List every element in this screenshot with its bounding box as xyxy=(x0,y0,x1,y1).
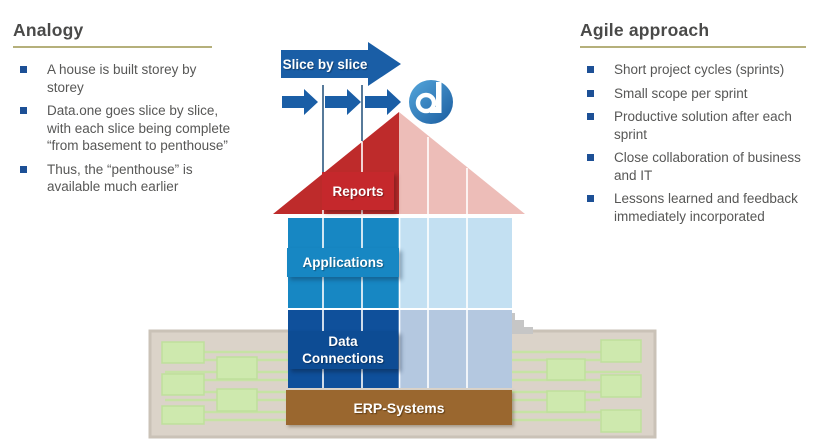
analogy-title: Analogy xyxy=(13,20,84,40)
small-right-arrow-icon xyxy=(282,89,318,115)
square-bullet-icon xyxy=(587,66,594,73)
agile-approach-title: Agile approach xyxy=(580,20,710,40)
agile-bullet-list: Short project cycles (sprints) Small sco… xyxy=(580,61,812,225)
agile-approach-panel: Agile approach Short project cycles (spr… xyxy=(580,18,812,231)
data-one-logo-icon xyxy=(409,80,453,124)
small-right-arrow-icon xyxy=(325,89,361,115)
square-bullet-icon xyxy=(20,66,27,73)
bullet-text: Data.one goes slice by slice, with each … xyxy=(47,103,231,153)
square-bullet-icon xyxy=(587,195,594,202)
square-bullet-icon xyxy=(20,165,27,173)
list-item: Productive solution after each sprint xyxy=(580,108,812,143)
circuit-chips xyxy=(161,339,642,433)
bullet-text: Short project cycles (sprints) xyxy=(614,62,785,77)
analogy-panel: Analogy A house is built storey by store… xyxy=(13,18,253,202)
layer-applications-label: Applications xyxy=(287,248,399,277)
house-body-applications-faded xyxy=(400,218,512,308)
slice-by-slice-label: Slice by slice xyxy=(282,57,368,72)
small-right-arrow-icon xyxy=(365,89,401,115)
list-item: Close collaboration of business and IT xyxy=(580,149,812,184)
square-bullet-icon xyxy=(587,113,594,120)
heading-rule xyxy=(580,46,806,48)
roof-faded xyxy=(399,112,525,214)
bullet-text: Close collaboration of business and IT xyxy=(614,150,801,183)
layer-reports-label: Reports xyxy=(322,172,394,210)
house-body-dataconn-faded xyxy=(400,310,512,388)
right-block-arrow-icon xyxy=(281,42,401,86)
list-item: Small scope per sprint xyxy=(580,85,812,103)
bullet-text: A house is built storey by storey xyxy=(47,62,197,95)
layer-erp-systems-label: ERP-Systems xyxy=(286,390,512,425)
layer-data-connections-label: Data Connections xyxy=(288,331,398,369)
list-item: Thus, the “penthouse” is available much … xyxy=(13,161,253,196)
bullet-text: Small scope per sprint xyxy=(614,85,748,101)
list-item: Short project cycles (sprints) xyxy=(580,61,812,79)
bullet-text: Thus, the “penthouse” is available much … xyxy=(47,161,193,195)
square-bullet-icon xyxy=(587,154,594,161)
bullet-text: Productive solution after each sprint xyxy=(614,109,792,142)
list-item: Lessons learned and feedback immediately… xyxy=(580,190,812,225)
square-bullet-icon xyxy=(20,107,27,114)
square-bullet-icon xyxy=(587,89,594,97)
small-right-arrow-icons xyxy=(282,89,401,115)
analogy-bullet-list: A house is built storey by storey Data.o… xyxy=(13,61,253,196)
bullet-text: Lessons learned and feedback immediately… xyxy=(614,191,798,224)
list-item: Data.one goes slice by slice, with each … xyxy=(13,102,253,155)
list-item: A house is built storey by storey xyxy=(13,61,253,96)
slice-lines-dark xyxy=(322,85,363,173)
heading-rule xyxy=(13,46,212,48)
